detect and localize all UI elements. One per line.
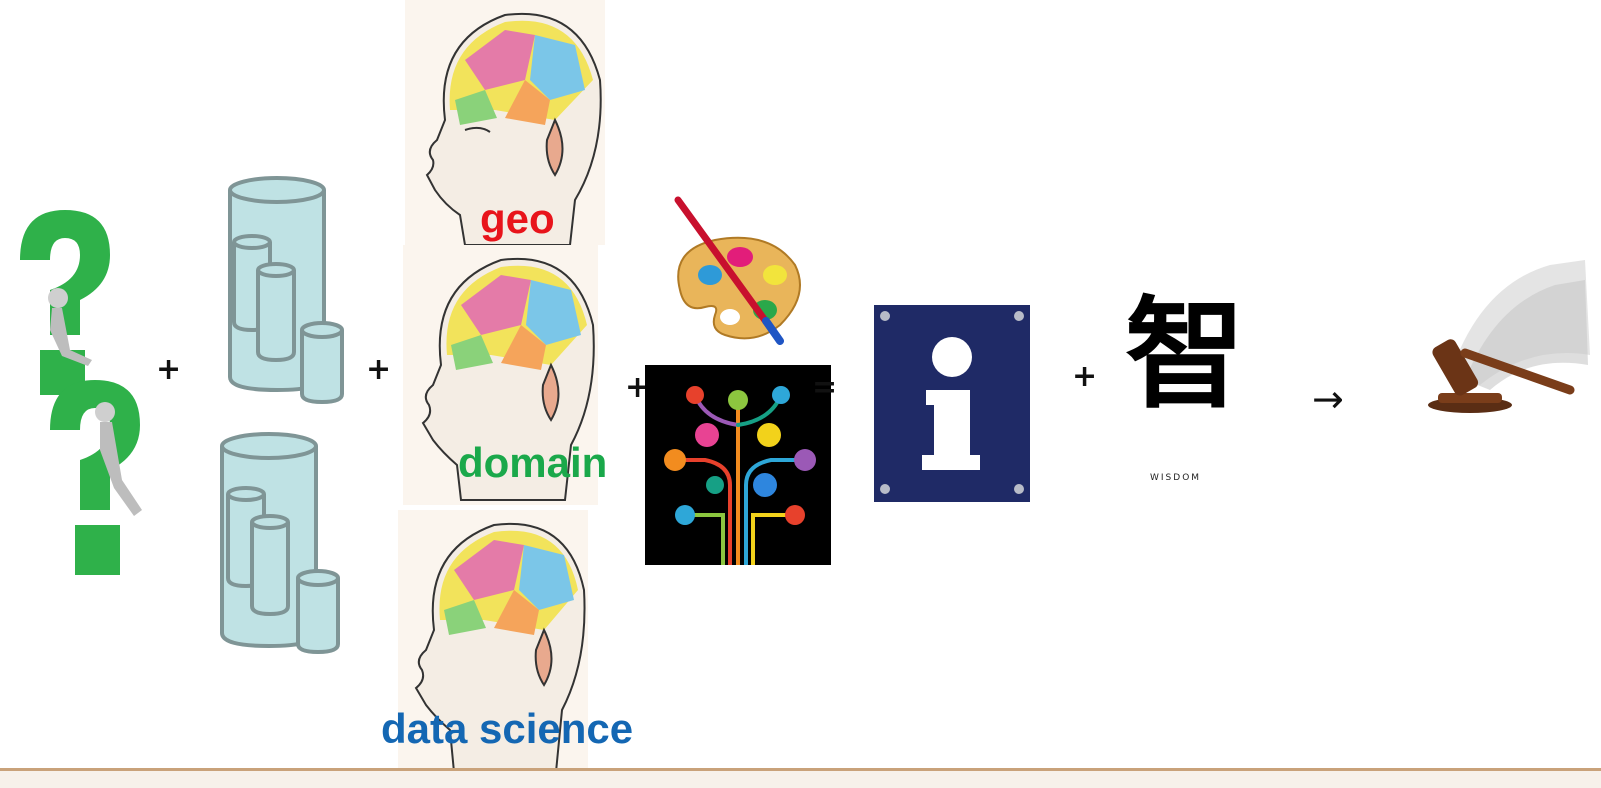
database-icon xyxy=(214,428,349,658)
phrenology-head-icon xyxy=(405,0,605,246)
arrow-operator: → xyxy=(1312,377,1344,421)
phrenology-head-icon xyxy=(398,510,588,773)
plus-operator: + xyxy=(1072,359,1098,394)
info-sign-icon xyxy=(874,305,1030,502)
plus-operator: + xyxy=(366,352,392,387)
bottom-band xyxy=(0,771,1601,788)
question-mark-person-icon xyxy=(0,200,130,400)
phrenology-head-icon xyxy=(403,245,598,505)
question-mark-person-icon xyxy=(30,370,160,580)
database-icon xyxy=(222,172,352,407)
equals-operator: = xyxy=(812,370,838,405)
plus-operator: + xyxy=(156,352,182,387)
bottom-rule xyxy=(0,768,1601,771)
gavel-icon xyxy=(1420,245,1601,445)
wisdom-glyph-icon: 智 xyxy=(1125,286,1245,425)
wisdom-caption: WISDOM xyxy=(1150,473,1202,483)
brain-label-geo: geo xyxy=(480,195,555,242)
brain-label-domain: domain xyxy=(458,439,608,486)
brain-label-data-science: data science xyxy=(381,705,634,752)
tech-tree-icon xyxy=(645,365,831,567)
paint-palette-icon xyxy=(670,195,805,345)
